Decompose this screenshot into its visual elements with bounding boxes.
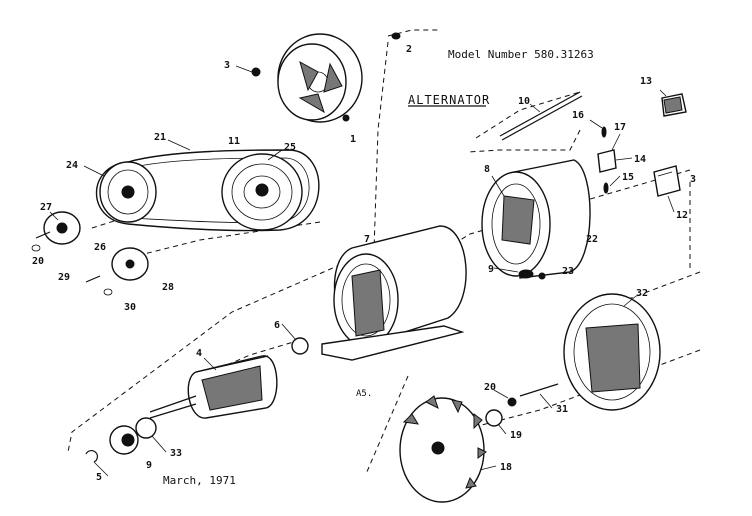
callout-19: 19	[510, 430, 522, 441]
callout-9b: 9	[146, 460, 152, 471]
callout-10: 10	[518, 96, 530, 107]
callout-7: 7	[364, 234, 370, 245]
callout-13: 13	[640, 76, 652, 87]
callout-5: 5	[96, 472, 102, 483]
callout-26: 26	[94, 242, 106, 253]
sheet-code-label: A5.	[356, 389, 372, 399]
callout-28: 28	[162, 282, 174, 293]
callout-3: 3	[224, 60, 230, 71]
callout-14: 14	[634, 154, 646, 165]
callout-4: 4	[196, 348, 202, 359]
callout-6: 6	[274, 320, 280, 331]
cooling-fan	[399, 395, 503, 503]
model-number-label: Model Number 580.31263	[448, 48, 594, 61]
end-bell	[481, 159, 591, 280]
callout-11: 11	[228, 136, 240, 147]
callout-8: 8	[484, 164, 490, 175]
callout-25: 25	[284, 142, 296, 153]
callout-16: 16	[572, 110, 584, 121]
date-label: March, 1971	[163, 474, 236, 487]
callout-24: 24	[66, 160, 78, 171]
pulley-hubs	[31, 211, 149, 296]
callout-17: 17	[614, 122, 626, 133]
callout-3b: 3	[690, 174, 696, 185]
callout-32: 32	[636, 288, 648, 299]
brush-parts	[499, 91, 687, 197]
belt-and-pulleys	[95, 149, 320, 232]
callout-leader-lines	[49, 65, 675, 477]
rotor-assembly	[85, 355, 278, 463]
callout-20: 20	[484, 382, 496, 393]
callout-30: 30	[124, 302, 136, 313]
front-plate-assembly	[251, 32, 401, 123]
callout-23: 23	[562, 266, 574, 277]
callout-31: 31	[556, 404, 568, 415]
stator-housing	[291, 225, 467, 361]
callout-20b: 20	[32, 256, 44, 267]
callout-2: 2	[406, 44, 412, 55]
callout-21: 21	[154, 132, 166, 143]
callout-12: 12	[676, 210, 688, 221]
callout-9: 9	[488, 264, 494, 275]
callout-29: 29	[58, 272, 70, 283]
callout-labels: 1 2 3 3 4 5 6 7 8 9 9 10 11 12 13 14 15 …	[32, 44, 696, 483]
callout-27: 27	[40, 202, 52, 213]
callout-1: 1	[350, 134, 356, 145]
callout-18: 18	[500, 462, 512, 473]
diagram-title: ALTERNATOR	[408, 93, 490, 107]
callout-15: 15	[622, 172, 634, 183]
callout-33: 33	[170, 448, 182, 459]
rear-end-cap	[507, 293, 661, 411]
callout-22: 22	[586, 234, 598, 245]
